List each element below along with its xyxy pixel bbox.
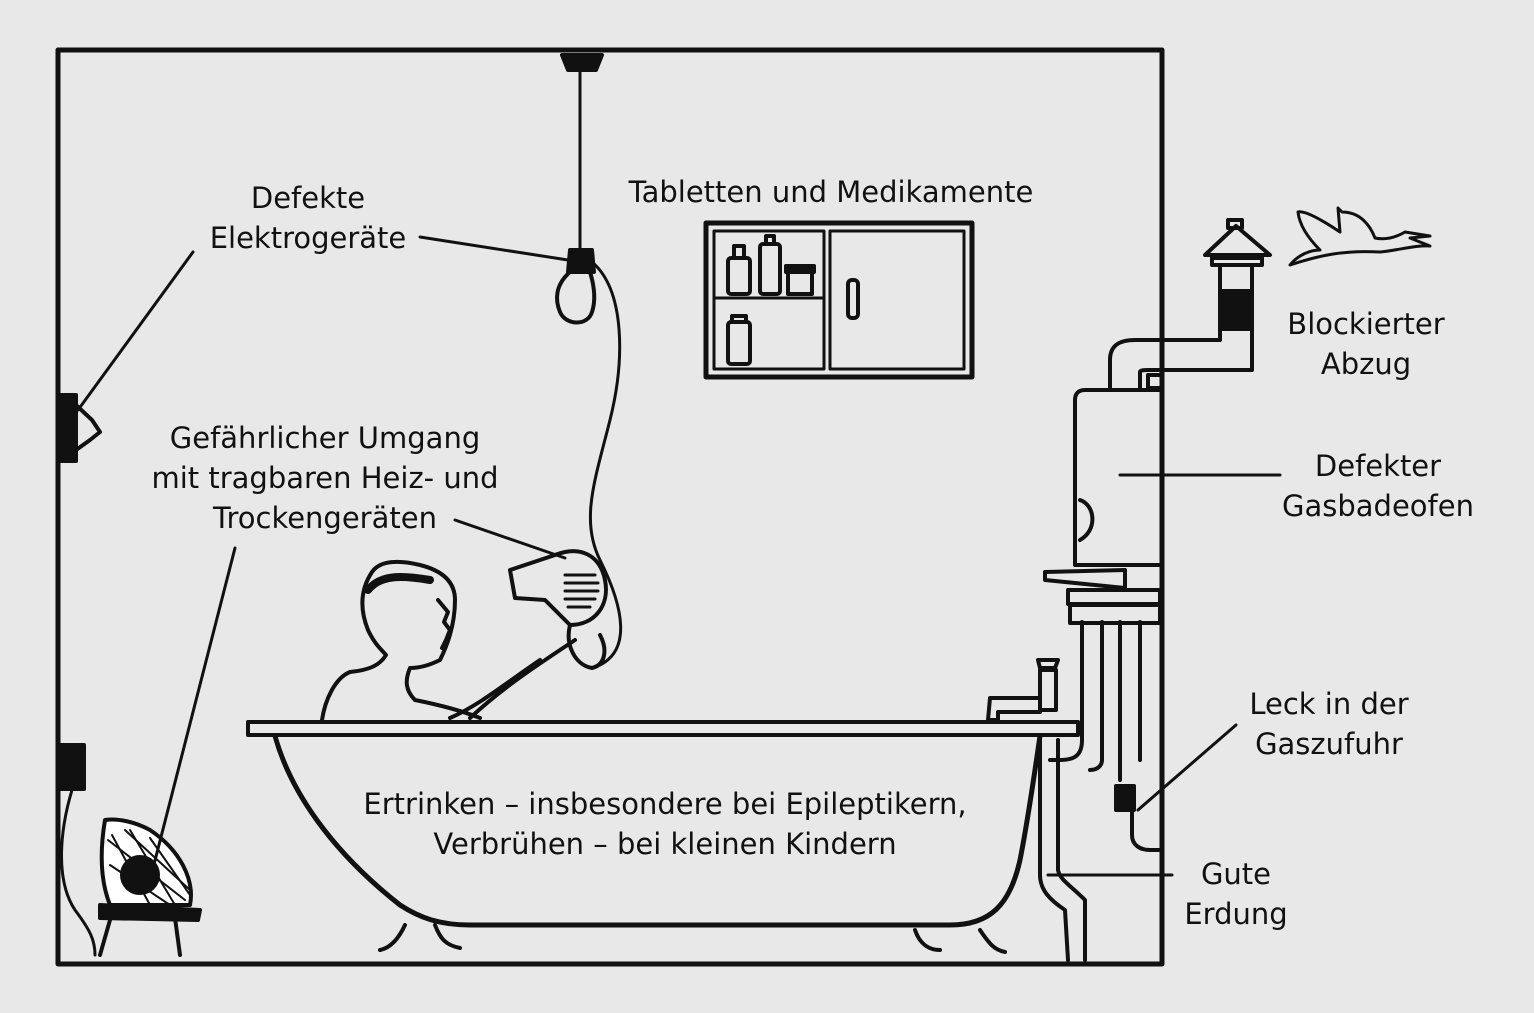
label-gas-leak: Leck in der Gaszufuhr (1240, 684, 1418, 764)
label-line: Ertrinken – insbesondere bei Epileptiker… (363, 787, 967, 821)
label-line: Leck in der (1249, 687, 1409, 721)
label-line: Tabletten und Medikamente (628, 175, 1034, 209)
medicine-cabinet (703, 220, 975, 380)
gas-water-heater (1043, 218, 1272, 852)
boy-in-bath (320, 559, 577, 722)
label-line: Trockengeräten (213, 501, 437, 535)
portable-heater (98, 817, 202, 957)
wall-switch (58, 393, 102, 463)
room-frame (55, 47, 1165, 967)
label-defective-electrical: Defekte Elektrogeräte (208, 178, 408, 258)
leader-lines (76, 235, 1282, 882)
label-medicine: Tabletten und Medikamente (620, 172, 1042, 212)
label-drowning-scalding: Ertrinken – insbesondere bei Epileptiker… (340, 784, 990, 864)
label-line: Verbrühen – bei kleinen Kindern (433, 827, 897, 861)
bathtub (246, 658, 1087, 962)
ceiling-lamp (555, 53, 623, 667)
label-line: Gaszufuhr (1255, 727, 1403, 761)
label-earthing: Gute Erdung (1176, 854, 1296, 934)
label-line: Erdung (1184, 897, 1288, 931)
wall-socket (58, 743, 97, 957)
label-line: Defekte (250, 181, 366, 215)
label-line: Abzug (1320, 347, 1412, 381)
hair-dryer (508, 549, 608, 670)
label-line: mit tragbaren Heiz- und (151, 461, 499, 495)
label-line: Blockierter (1287, 307, 1445, 341)
label-line: Elektrogeräte (209, 221, 407, 255)
label-portable-heaters: Gefährlicher Umgang mit tragbaren Heiz- … (140, 418, 510, 538)
label-gas-heater: Defekter Gasbadeofen (1270, 446, 1486, 526)
label-line: Gefährlicher Umgang (169, 421, 481, 455)
label-line: Gute (1200, 857, 1272, 891)
label-line: Defekter (1314, 449, 1442, 483)
label-blocked-flue: Blockierter Abzug (1276, 304, 1456, 384)
label-line: Gasbadeofen (1282, 489, 1474, 523)
bird (1288, 206, 1432, 267)
